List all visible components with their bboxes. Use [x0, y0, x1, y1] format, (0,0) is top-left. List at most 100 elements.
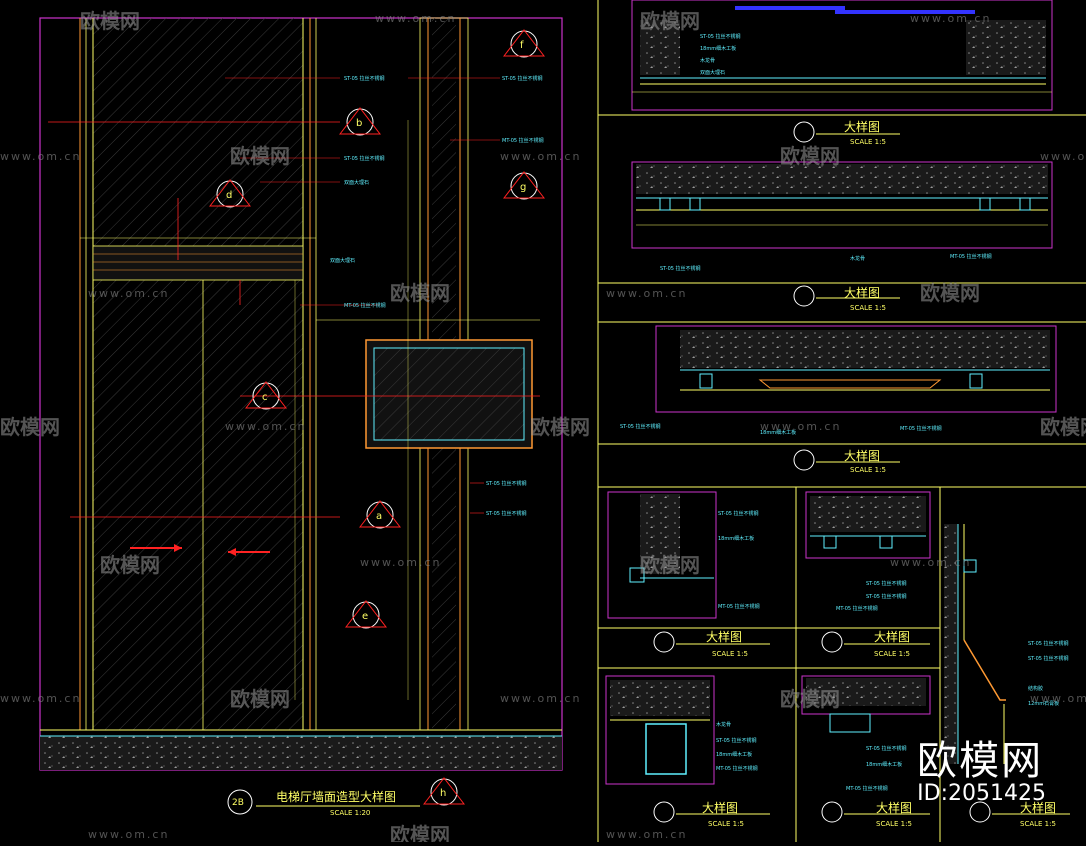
detail-title-f: 大样图 SCALE 1:5 — [821, 629, 930, 658]
svg-text:大样图: 大样图 — [844, 285, 880, 300]
marker-c: c — [244, 381, 288, 410]
marker-a: a — [358, 500, 402, 529]
svg-text:大样图: 大样图 — [876, 800, 912, 815]
svg-text:SCALE 1:5: SCALE 1:5 — [850, 138, 886, 146]
svg-text:18mm细木工板: 18mm细木工板 — [866, 761, 902, 768]
svg-text:MT-05 拉丝不锈钢: MT-05 拉丝不锈钢 — [718, 603, 760, 610]
svg-text:www.om.cn: www.om.cn — [760, 420, 841, 433]
svg-text:欧模网: 欧模网 — [1040, 415, 1086, 439]
svg-text:大样图: 大样图 — [844, 448, 880, 463]
svg-text:12mm石膏板: 12mm石膏板 — [1028, 700, 1059, 707]
brand-name: 欧模网 — [917, 738, 1044, 784]
detail-b2-drawing: ST-05 拉丝不锈钢 木龙骨 MT-05 拉丝不锈钢 — [631, 161, 1053, 272]
svg-text:www.om.cn: www.om.cn — [500, 692, 581, 705]
svg-text:ST-05 拉丝不锈钢: ST-05 拉丝不锈钢 — [866, 593, 907, 600]
detail-d-drawing: ST-05 拉丝不锈钢 18mm细木工板 MT-05 拉丝不锈钢 — [607, 491, 760, 619]
svg-text:www.om.cn: www.om.cn — [606, 828, 687, 841]
svg-text:木龙骨: 木龙骨 — [850, 255, 865, 262]
svg-text:d: d — [226, 190, 232, 201]
brand-stamp: 欧模网 ID:2051425 — [917, 740, 1046, 806]
svg-text:www.om.cn: www.om.cn — [0, 692, 81, 705]
note-a2: ST-05 拉丝不锈钢 — [486, 480, 527, 487]
brand-id: ID:2051425 — [917, 781, 1046, 806]
svg-text:18mm细木工板: 18mm细木工板 — [718, 535, 754, 542]
svg-text:欧模网: 欧模网 — [780, 144, 840, 168]
marker-g: g — [502, 171, 546, 200]
svg-text:木龙骨: 木龙骨 — [700, 57, 715, 64]
svg-text:木龙骨: 木龙骨 — [716, 721, 731, 728]
watermarks: 欧模网 www.om.cn 欧模网 www.om.cn 欧模网 www.om.c… — [0, 9, 1086, 846]
svg-text:欧模网: 欧模网 — [230, 687, 290, 711]
detail-title-d: 大样图 SCALE 1:5 — [653, 629, 770, 658]
svg-text:欧模网: 欧模网 — [920, 281, 980, 305]
svg-text:www.om.cn: www.om.cn — [88, 287, 169, 300]
detail-title-b: 大样图 SCALE 1:5 — [793, 119, 900, 146]
note-e2: MT-05 拉丝不锈钢 — [344, 302, 386, 309]
svg-text:ST-05 拉丝不锈钢: ST-05 拉丝不锈钢 — [1028, 640, 1069, 647]
note-b: ST-05 拉丝不锈钢 — [344, 155, 385, 162]
svg-text:www.om.cn: www.om.cn — [88, 828, 169, 841]
elevation-panel — [39, 17, 563, 771]
svg-text:www.om.cn: www.om.cn — [1030, 692, 1086, 705]
detail-title-c: 大样图 SCALE 1:5 — [793, 448, 900, 474]
svg-text:大样图: 大样图 — [1020, 800, 1056, 815]
detail-title-b2: 大样图 SCALE 1:5 — [793, 285, 900, 312]
svg-text:www.om.cn: www.om.cn — [375, 12, 456, 25]
svg-text:ST-05 拉丝不锈钢: ST-05 拉丝不锈钢 — [700, 33, 741, 40]
svg-text:SCALE 1:5: SCALE 1:5 — [850, 466, 886, 474]
svg-text:双面大理石: 双面大理石 — [700, 69, 725, 76]
svg-text:结构胶: 结构胶 — [1028, 685, 1043, 692]
detail-title-g: 大样图 SCALE 1:5 — [821, 800, 930, 828]
detail-frames — [597, 0, 1086, 842]
svg-text:ST-05 拉丝不锈钢: ST-05 拉丝不锈钢 — [866, 745, 907, 752]
note-d: 双面大理石 — [344, 179, 369, 186]
svg-text:欧模网: 欧模网 — [390, 281, 450, 305]
svg-text:欧模网: 欧模网 — [100, 553, 160, 577]
svg-text:大样图: 大样图 — [844, 119, 880, 134]
svg-text:www.om.cn: www.om.cn — [0, 150, 81, 163]
svg-text:ST-05 拉丝不锈钢: ST-05 拉丝不锈钢 — [1028, 655, 1069, 662]
note-b2: ST-05 拉丝不锈钢 — [486, 510, 527, 517]
detail-f-drawing: ST-05 拉丝不锈钢 ST-05 拉丝不锈钢 MT-05 拉丝不锈钢 — [805, 491, 931, 612]
svg-text:18mm细木工板: 18mm细木工板 — [716, 751, 752, 758]
marker-b: b — [338, 107, 382, 136]
svg-text:a: a — [376, 511, 382, 522]
svg-text:SCALE 1:5: SCALE 1:5 — [712, 650, 748, 658]
svg-text:ST-05 拉丝不锈钢: ST-05 拉丝不锈钢 — [716, 737, 757, 744]
svg-text:c: c — [262, 392, 268, 403]
svg-text:18mm细木工板: 18mm细木工板 — [700, 45, 736, 52]
svg-text:ST-05 拉丝不锈钢: ST-05 拉丝不锈钢 — [660, 265, 701, 272]
svg-text:MT-05 拉丝不锈钢: MT-05 拉丝不锈钢 — [716, 765, 758, 772]
note-c: ST-05 拉丝不锈钢 — [502, 75, 543, 82]
note-a: ST-05 拉丝不锈钢 — [344, 75, 385, 82]
svg-text:www.om.cn: www.om.cn — [910, 12, 991, 25]
svg-text:SCALE 1:5: SCALE 1:5 — [850, 304, 886, 312]
svg-text:www.om.cn: www.om.cn — [500, 150, 581, 163]
marker-f: f — [502, 29, 546, 58]
svg-text:ST-05 拉丝不锈钢: ST-05 拉丝不锈钢 — [718, 510, 759, 517]
main-title-scale: SCALE 1:20 — [330, 809, 370, 817]
marker-d: d — [208, 179, 252, 208]
svg-text:g: g — [520, 182, 526, 193]
svg-text:SCALE 1:5: SCALE 1:5 — [708, 820, 744, 828]
svg-text:欧模网: 欧模网 — [640, 553, 700, 577]
elevation-notes: ST-05 拉丝不锈钢 ST-05 拉丝不锈钢 双面大理石 ST-05 拉丝不锈… — [330, 75, 544, 517]
svg-text:www.om.cn: www.om.cn — [360, 556, 441, 569]
svg-text:MT-05 拉丝不锈钢: MT-05 拉丝不锈钢 — [846, 785, 888, 792]
svg-text:SCALE 1:5: SCALE 1:5 — [1020, 820, 1056, 828]
detail-title-e: 大样图 SCALE 1:5 — [653, 800, 770, 828]
svg-text:h: h — [440, 788, 446, 799]
svg-text:大样图: 大样图 — [874, 629, 910, 644]
svg-text:欧模网: 欧模网 — [230, 144, 290, 168]
detail-h-drawing: ST-05 拉丝不锈钢 ST-05 拉丝不锈钢 结构胶 12mm石膏板 — [944, 524, 1069, 764]
svg-text:欧模网: 欧模网 — [640, 9, 700, 33]
svg-text:SCALE 1:5: SCALE 1:5 — [876, 820, 912, 828]
svg-text:b: b — [356, 118, 362, 129]
svg-text:欧模网: 欧模网 — [0, 415, 60, 439]
svg-text:欧模网: 欧模网 — [780, 687, 840, 711]
svg-text:ST-05 拉丝不锈钢: ST-05 拉丝不锈钢 — [620, 423, 661, 430]
svg-text:www.om.cn: www.om.cn — [1040, 150, 1086, 163]
svg-text:www.om.cn: www.om.cn — [890, 556, 971, 569]
detail-title-h: 大样图 SCALE 1:5 — [969, 800, 1070, 828]
